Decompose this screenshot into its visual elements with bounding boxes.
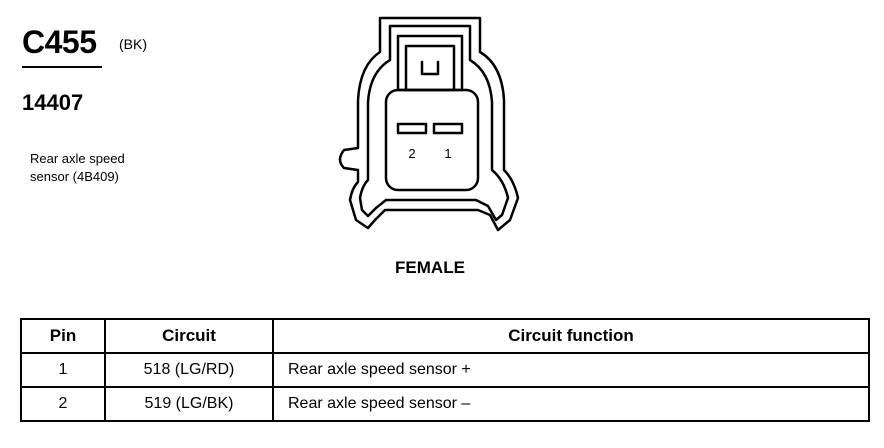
table-row: 1 518 (LG/RD) Rear axle speed sensor + xyxy=(20,352,870,388)
terminal-face xyxy=(384,88,480,192)
cell-pin: 2 xyxy=(20,386,106,422)
cell-pin: 1 xyxy=(20,352,106,388)
header-circuit: Circuit xyxy=(104,318,274,354)
table-header-row: Pin Circuit Circuit function xyxy=(20,318,870,354)
pin-label-2: 2 xyxy=(408,146,415,161)
header-circuit-function: Circuit function xyxy=(272,318,870,354)
cell-function: Rear axle speed sensor – xyxy=(272,386,870,422)
housing-inner-outline xyxy=(358,24,510,222)
connector-diagram: 2 1 xyxy=(338,16,520,232)
latch-outline xyxy=(396,34,464,92)
connector-gender-label: FEMALE xyxy=(395,258,465,277)
description-line-2: sensor (4B409) xyxy=(30,169,119,184)
latch-notch xyxy=(420,60,440,76)
connector-color: (BK) xyxy=(119,36,147,52)
connector-id: C455 xyxy=(22,24,97,60)
connector-description: Rear axle speed sensor (4B409) xyxy=(30,150,180,186)
cell-circuit: 518 (LG/RD) xyxy=(104,352,274,388)
pin-table: Pin Circuit Circuit function 1 518 (LG/R… xyxy=(20,318,870,422)
part-number: 14407 xyxy=(22,90,84,115)
latch-inner xyxy=(404,44,456,92)
terminal-cavity-1 xyxy=(432,122,464,135)
pin-label-1: 1 xyxy=(444,146,451,161)
housing-outer-outline xyxy=(338,16,520,232)
table-row: 2 519 (LG/BK) Rear axle speed sensor – xyxy=(20,386,870,422)
cell-circuit: 519 (LG/BK) xyxy=(104,386,274,422)
description-line-1: Rear axle speed xyxy=(30,151,125,166)
header-pin: Pin xyxy=(20,318,106,354)
terminal-cavity-2 xyxy=(396,122,428,135)
cell-function: Rear axle speed sensor + xyxy=(272,352,870,388)
connector-id-underline xyxy=(22,66,102,68)
